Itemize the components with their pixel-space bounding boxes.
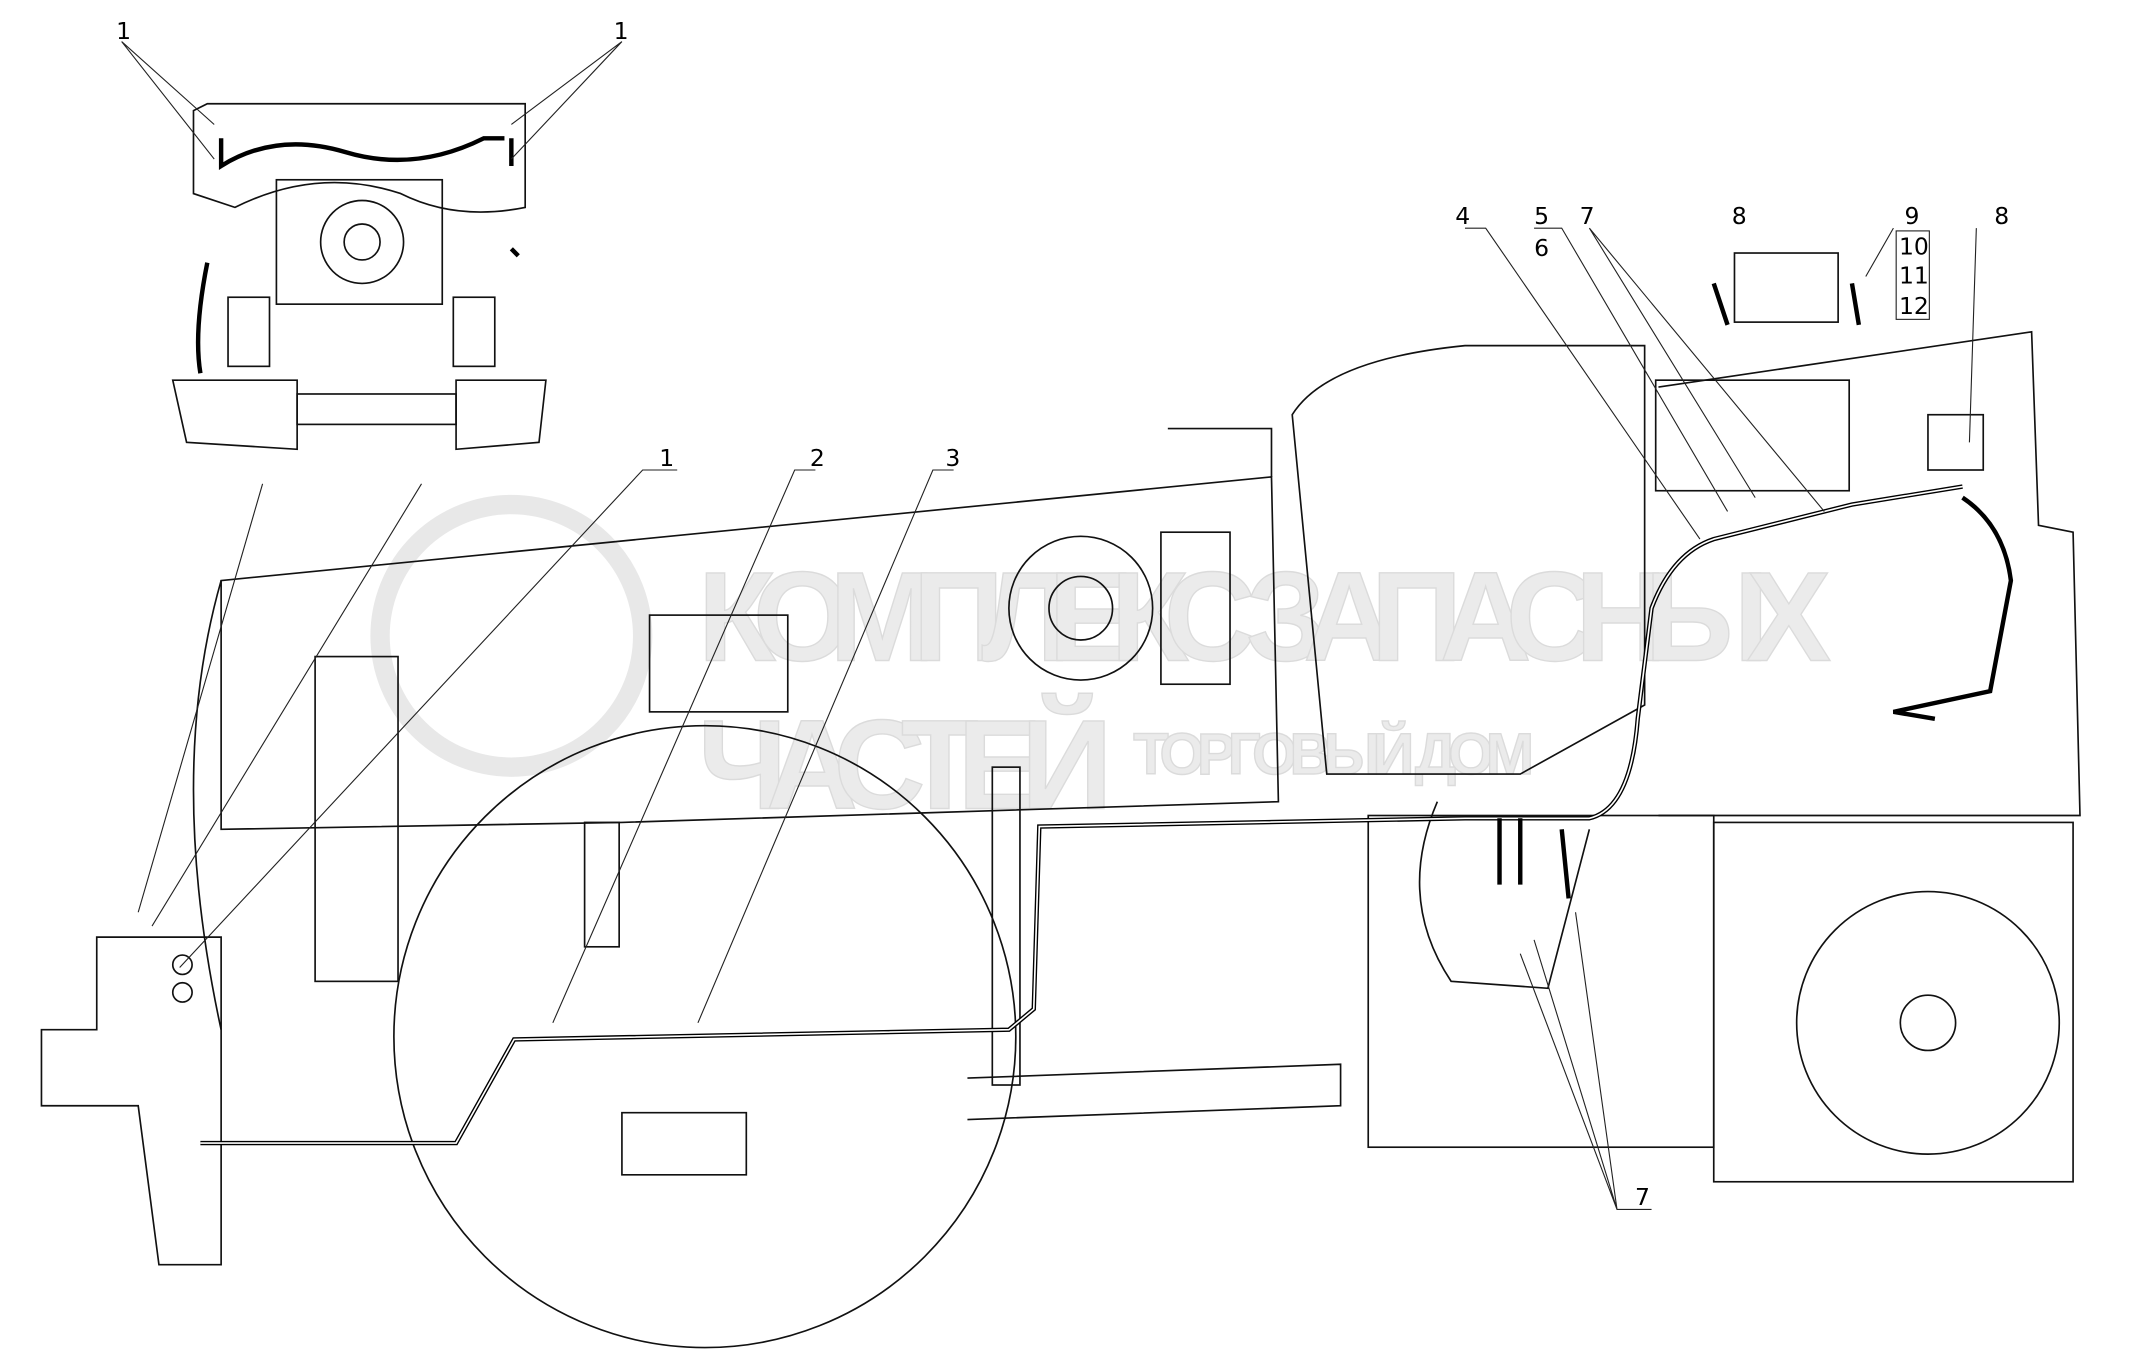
callout-3: 3 [945, 444, 960, 472]
callout-7-top: 7 [1580, 202, 1595, 230]
callout-11: 11 [1899, 261, 1929, 289]
callout-7-bottom: 7 [1635, 1183, 1650, 1211]
watermark-logo: КОМПЛЕКС ЗАПАСНЫХ ЧАСТЕЙ ТОРГОВЫЙ ДОМ [370, 494, 1832, 836]
callout-1-inset-left: 1 [116, 17, 131, 45]
tractor-outline [40, 330, 2081, 1349]
wiring-harness [200, 484, 2014, 1146]
callout-1-inset-right: 1 [614, 17, 629, 45]
svg-text:КОМПЛЕКС ЗАПАСНЫХ: КОМПЛЕКС ЗАПАСНЫХ [698, 546, 1831, 688]
svg-text:ТОРГОВЫЙ ДОМ: ТОРГОВЫЙ ДОМ [1133, 722, 1534, 787]
callout-5: 5 [1534, 202, 1549, 230]
front-view-inset [171, 102, 547, 451]
callout-2: 2 [810, 444, 825, 472]
callout-10: 10 [1899, 232, 1929, 260]
callout-9: 9 [1904, 202, 1919, 230]
panel-detail [1711, 252, 1862, 326]
callout-4: 4 [1455, 202, 1470, 230]
callout-12: 12 [1899, 292, 1929, 320]
callout-8-right: 8 [1994, 202, 2009, 230]
callout-8-detail: 8 [1732, 202, 1747, 230]
leader-lines [121, 41, 1977, 1210]
svg-text:ЧАСТЕЙ: ЧАСТЕЙ [698, 693, 1113, 836]
callout-labels: 1 1 1 2 3 4 5 6 7 8 9 10 11 12 8 7 [116, 17, 2009, 1211]
callout-1: 1 [659, 444, 674, 472]
callout-6: 6 [1534, 234, 1549, 262]
